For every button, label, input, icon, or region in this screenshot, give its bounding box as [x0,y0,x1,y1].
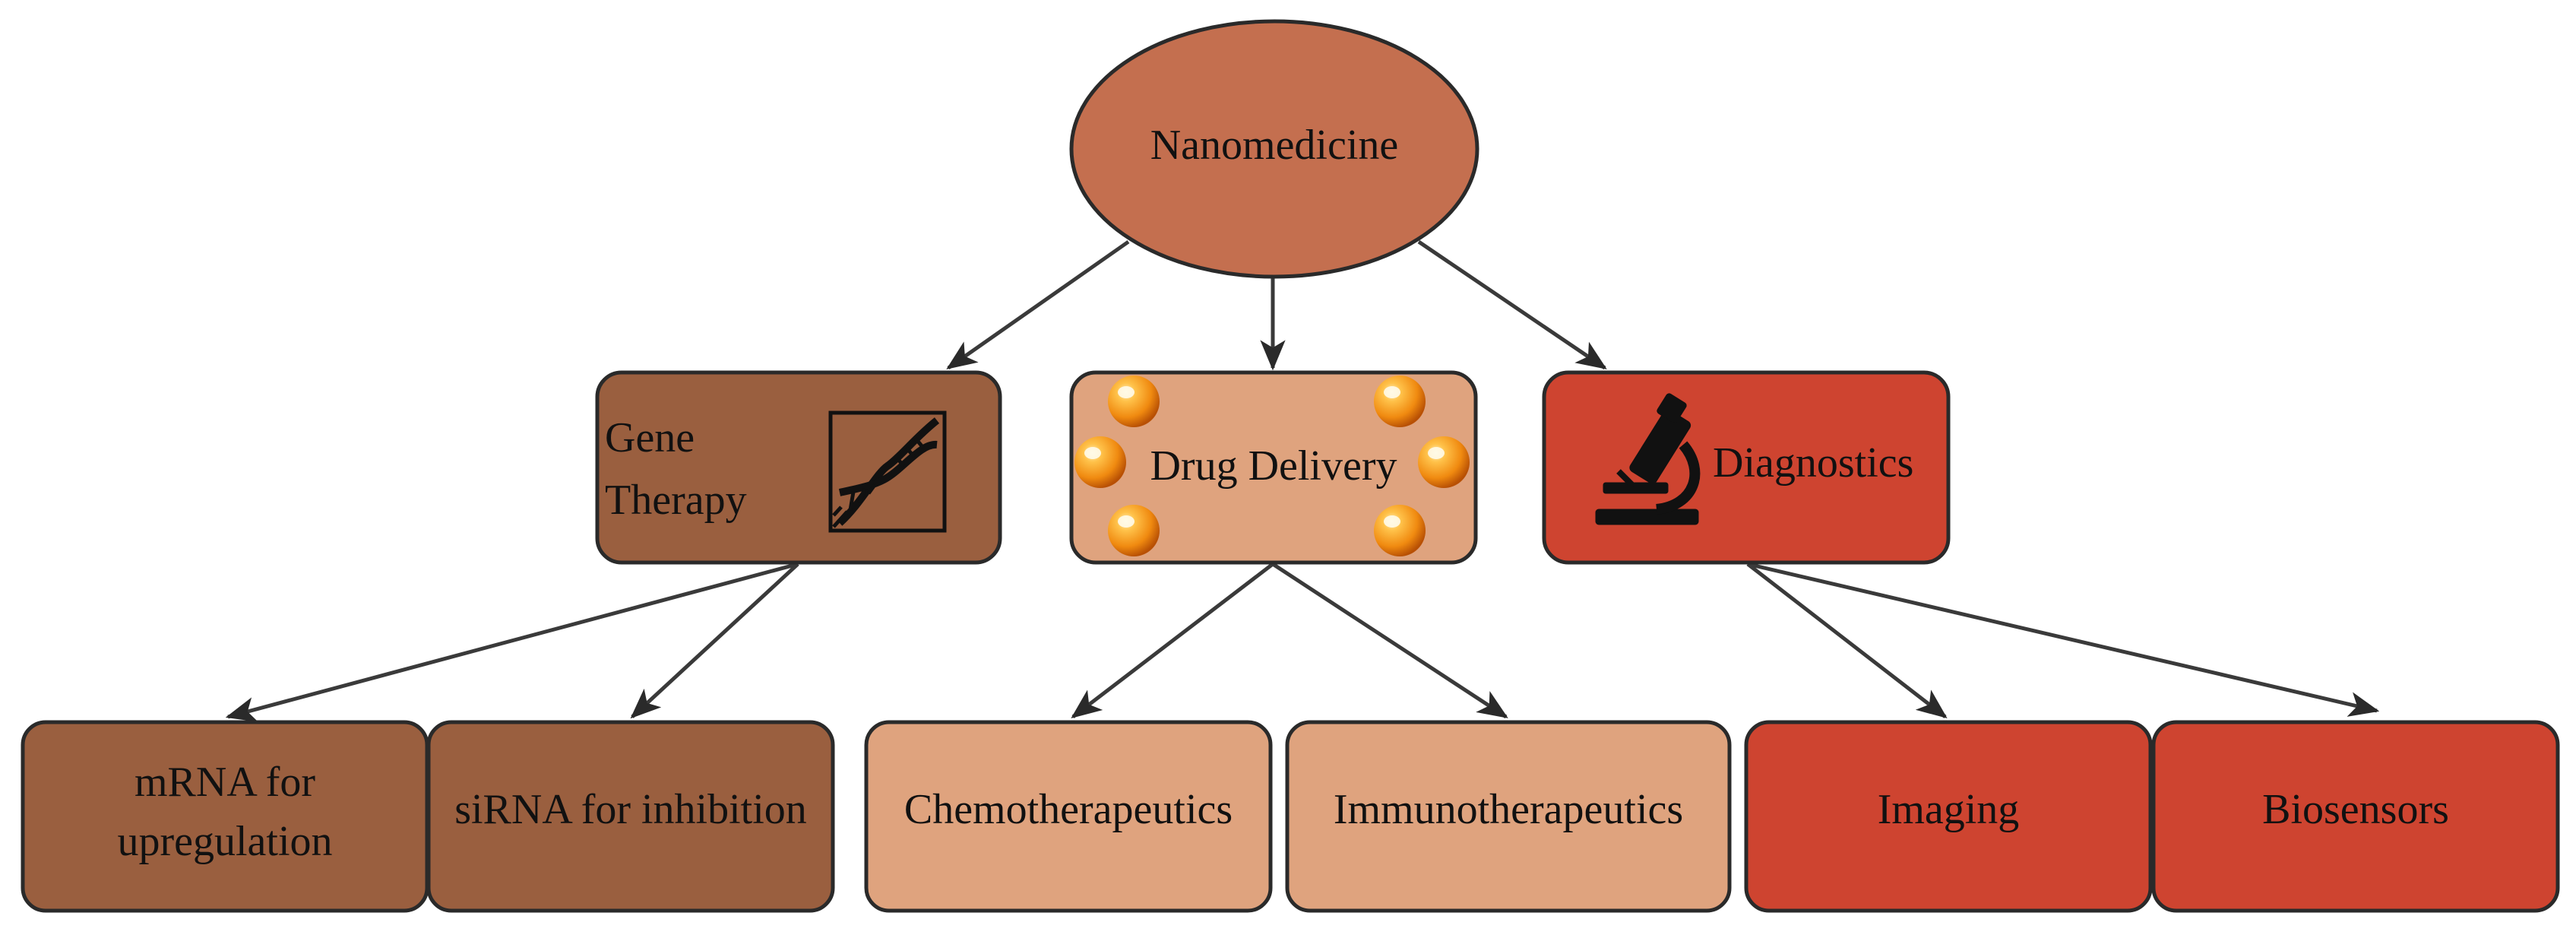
biosensors-box [2151,720,2560,913]
diagnostics-label: Diagnostics [1713,439,1913,487]
edge-gene-sirna [630,563,799,719]
imaging-box [1744,720,2153,913]
microscope-icon [1595,393,1701,525]
edge-diagnostics-biosensors [1747,562,2380,717]
biosensors-label: Biosensors [2262,786,2449,833]
root-label: Nanomedicine [1150,122,1399,169]
sirna-box [426,720,835,913]
edge-diagnostics-imaging [1746,563,1948,719]
gene-therapy-label-line1: Gene [605,414,695,461]
mrna-label-line1: mRNA for [134,759,315,806]
category-gene-therapy: Gene Therapy [595,370,1002,565]
immuno-label: Immunotherapeutics [1334,786,1683,833]
gene-therapy-label-line2: Therapy [605,477,747,524]
leaf-chemo: Chemotherapeutics [864,720,1273,913]
chemo-label: Chemotherapeutics [904,786,1233,833]
drug-delivery-label: Drug Delivery [1150,442,1397,490]
mrna-label-line2: upregulation [117,818,332,865]
edge-drug-immuno [1271,562,1508,719]
chemo-box [864,720,1273,913]
drug-delivery-box [1069,370,1478,565]
leaf-imaging: Imaging [1744,720,2153,913]
edge-gene-mrna [225,562,799,722]
sirna-label: siRNA for inhibition [454,786,807,833]
imaging-label: Imaging [1878,786,2020,833]
leaf-immuno: Immunotherapeutics [1285,720,1732,913]
root-node: Nanomedicine [1069,19,1479,279]
edge-root-gene [946,239,1130,370]
edges [225,239,2380,722]
root-ellipse [1069,19,1479,279]
leaf-mrna: mRNA for upregulation [21,720,429,913]
leaf-sirna: siRNA for inhibition [426,720,835,913]
leaf-biosensors: Biosensors [2151,720,2560,913]
immuno-box [1285,720,1732,913]
edge-drug-chemo [1071,563,1274,719]
edge-root-diagnostics [1417,239,1607,370]
mrna-box [21,720,429,913]
category-diagnostics: Diagnostics [1542,370,1951,565]
category-drug-delivery: Drug Delivery [1069,370,1478,565]
dna-helix-icon [828,410,947,533]
